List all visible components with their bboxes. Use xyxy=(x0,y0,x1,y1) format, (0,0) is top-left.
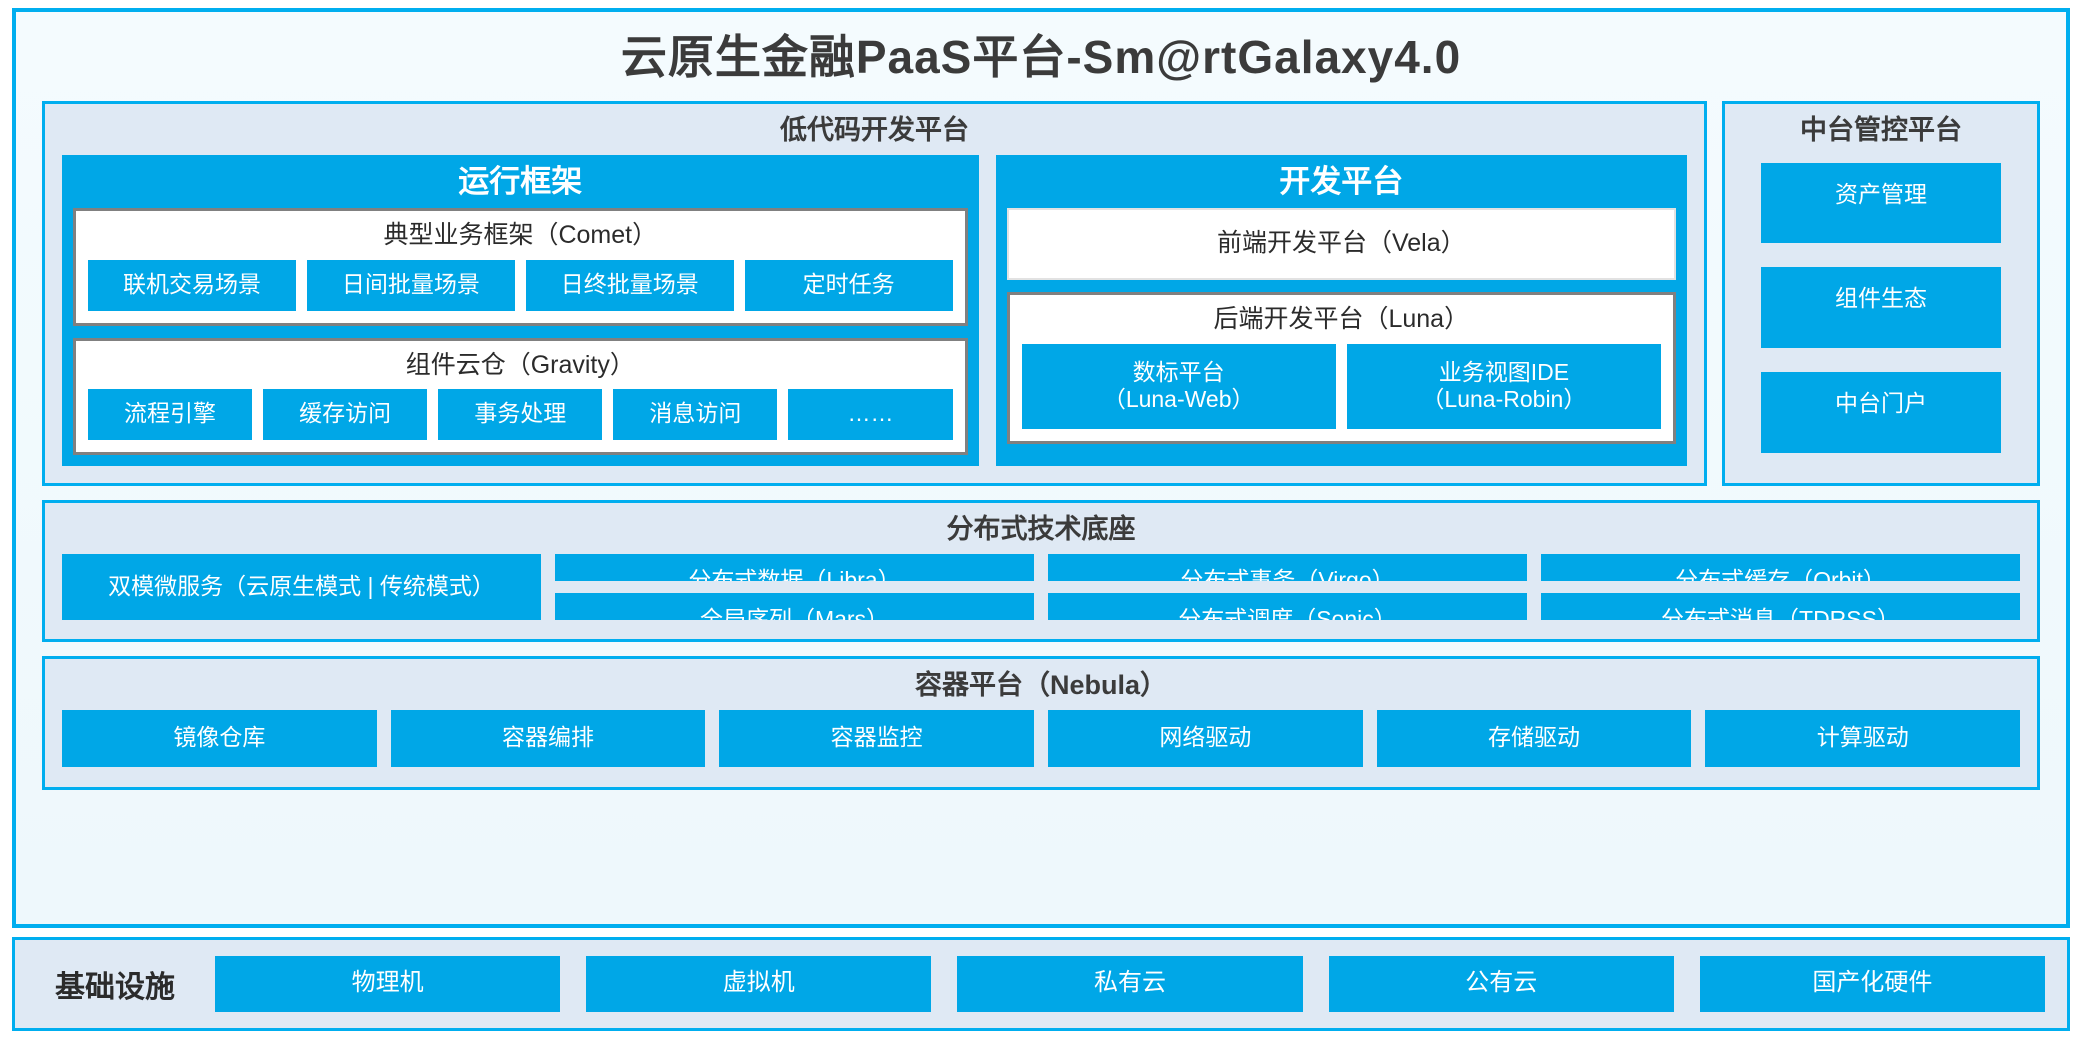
midplatform-item-component-ecosystem[interactable]: 组件生态 xyxy=(1761,267,2001,349)
distributed-item-mars[interactable]: 全局序列（Mars） xyxy=(555,593,1034,621)
container-platform-title: 容器平台（Nebula） xyxy=(914,670,1168,701)
comet-panel: 典型业务框架（Comet） 联机交易场景 日间批量场景 日终批量场景 定时任务 xyxy=(73,208,968,326)
infrastructure-label: 基础设施 xyxy=(55,971,175,1005)
comet-item-eod-batch[interactable]: 日终批量场景 xyxy=(525,260,734,311)
page-title: 云原生金融PaaS平台-Sm@rtGalaxy4.0 xyxy=(620,31,1462,83)
runtime-framework-block: 运行框架 典型业务框架（Comet） 联机交易场景 日间批量场景 日终批量场景 … xyxy=(62,154,979,466)
frontend-dev-platform-vela[interactable]: 前端开发平台（Vela） xyxy=(1006,208,1676,281)
distributed-item-sonic[interactable]: 分布式调度（Sonic） xyxy=(1048,593,1527,621)
distributed-column-1: 分布式数据（Libra） 全局序列（Mars） xyxy=(555,554,1034,621)
midplatform-item-asset-management[interactable]: 资产管理 xyxy=(1761,162,2001,244)
luna-items: 数标平台（Luna-Web） 业务视图IDE（Luna-Robin） xyxy=(1021,343,1661,430)
midplatform-items: 资产管理 组件生态 中台门户 xyxy=(1725,155,2037,483)
backend-dev-platform-luna-panel: 后端开发平台（Luna） 数标平台（Luna-Web） 业务视图IDE（Luna… xyxy=(1006,292,1676,445)
distributed-item-libra[interactable]: 分布式数据（Libra） xyxy=(555,554,1034,582)
runtime-framework-title: 运行框架 xyxy=(458,163,583,199)
gravity-title: 组件云仓（Gravity） xyxy=(405,350,635,379)
top-row: 低代码开发平台 运行框架 典型业务框架（Comet） 联机交易场景 日间批量场景 xyxy=(42,100,2040,486)
distributed-column-2: 分布式事务（Virgo） 分布式调度（Sonic） xyxy=(1048,554,1527,621)
runtime-framework-inner: 典型业务框架（Comet） 联机交易场景 日间批量场景 日终批量场景 定时任务 … xyxy=(62,208,979,455)
midplatform-control-section: 中台管控平台 资产管理 组件生态 中台门户 xyxy=(1722,100,2040,486)
comet-item-intraday-batch[interactable]: 日间批量场景 xyxy=(306,260,515,311)
backend-dev-platform-title: 后端开发平台（Luna） xyxy=(1213,305,1470,334)
luna-item-luna-web[interactable]: 数标平台（Luna-Web） xyxy=(1021,343,1336,430)
gravity-item-more[interactable]: …… xyxy=(788,389,953,440)
infrastructure-item-physical-machine[interactable]: 物理机 xyxy=(215,956,561,1012)
lowcode-platform-section: 低代码开发平台 运行框架 典型业务框架（Comet） 联机交易场景 日间批量场景 xyxy=(42,100,1707,486)
distributed-item-tdrss[interactable]: 分布式消息（TDRSS） xyxy=(1541,593,2020,621)
container-platform-section: 容器平台（Nebula） 镜像仓库 容器编排 容器监控 网络驱动 存储驱动 计算… xyxy=(42,656,2040,790)
container-item-network-driver[interactable]: 网络驱动 xyxy=(1048,710,1363,767)
container-item-compute-driver[interactable]: 计算驱动 xyxy=(1705,710,2021,767)
container-item-monitoring[interactable]: 容器监控 xyxy=(719,710,1035,767)
container-item-storage-driver[interactable]: 存储驱动 xyxy=(1376,710,1692,767)
midplatform-control-title: 中台管控平台 xyxy=(1800,114,1962,145)
distributed-item-virgo[interactable]: 分布式事务（Virgo） xyxy=(1048,554,1527,582)
lowcode-platform-title: 低代码开发平台 xyxy=(780,114,969,145)
infrastructure-section: 基础设施 物理机 虚拟机 私有云 公有云 国产化硬件 xyxy=(12,937,2070,1031)
container-item-orchestration[interactable]: 容器编排 xyxy=(390,710,706,767)
gravity-item-process-engine[interactable]: 流程引擎 xyxy=(88,389,253,440)
comet-items: 联机交易场景 日间批量场景 日终批量场景 定时任务 xyxy=(88,260,953,311)
distributed-item-orbit[interactable]: 分布式缓存（Orbit） xyxy=(1541,554,2020,582)
container-platform-items: 镜像仓库 容器编排 容器监控 网络驱动 存储驱动 计算驱动 xyxy=(45,710,2037,787)
dual-mode-microservice-wrapper: 双模微服务（云原生模式 | 传统模式） xyxy=(62,554,541,621)
development-platform-inner: 前端开发平台（Vela） 后端开发平台（Luna） 数标平台（Luna-Web）… xyxy=(996,208,1687,445)
dual-mode-microservice[interactable]: 双模微服务（云原生模式 | 传统模式） xyxy=(62,554,541,621)
infrastructure-items: 物理机 虚拟机 私有云 公有云 国产化硬件 xyxy=(215,956,2046,1012)
midplatform-item-portal[interactable]: 中台门户 xyxy=(1761,372,2001,453)
container-item-image-registry[interactable]: 镜像仓库 xyxy=(62,710,377,767)
development-platform-title: 开发平台 xyxy=(1279,163,1404,199)
comet-item-online-transaction[interactable]: 联机交易场景 xyxy=(88,260,296,311)
luna-item-luna-robin[interactable]: 业务视图IDE（Luna-Robin） xyxy=(1346,343,1661,430)
comet-item-scheduled-task[interactable]: 定时任务 xyxy=(744,260,953,311)
gravity-item-message-access[interactable]: 消息访问 xyxy=(613,389,778,440)
gravity-item-transaction-processing[interactable]: 事务处理 xyxy=(438,389,603,440)
development-platform-block: 开发平台 前端开发平台（Vela） 后端开发平台（Luna） 数标平台（Luna… xyxy=(995,154,1687,466)
distributed-base-section: 分布式技术底座 双模微服务（云原生模式 | 传统模式） 分布式数据（Libra）… xyxy=(42,499,2040,643)
lowcode-platform-body: 运行框架 典型业务框架（Comet） 联机交易场景 日间批量场景 日终批量场景 … xyxy=(45,154,1704,483)
distributed-base-body: 双模微服务（云原生模式 | 传统模式） 分布式数据（Libra） 全局序列（Ma… xyxy=(45,554,2037,639)
platform-card: 云原生金融PaaS平台-Sm@rtGalaxy4.0 低代码开发平台 运行框架 … xyxy=(12,8,2070,929)
gravity-panel: 组件云仓（Gravity） 流程引擎 缓存访问 事务处理 消息访问 …… xyxy=(73,337,968,455)
gravity-items: 流程引擎 缓存访问 事务处理 消息访问 …… xyxy=(88,389,953,440)
gravity-item-cache-access[interactable]: 缓存访问 xyxy=(263,389,428,440)
distributed-column-3: 分布式缓存（Orbit） 分布式消息（TDRSS） xyxy=(1541,554,2020,621)
infrastructure-item-virtual-machine[interactable]: 虚拟机 xyxy=(586,956,932,1012)
distributed-base-title: 分布式技术底座 xyxy=(946,513,1136,544)
infrastructure-item-private-cloud[interactable]: 私有云 xyxy=(957,956,1303,1012)
infrastructure-item-public-cloud[interactable]: 公有云 xyxy=(1328,956,1674,1012)
infrastructure-item-domestic-hardware[interactable]: 国产化硬件 xyxy=(1699,956,2046,1012)
comet-title: 典型业务框架（Comet） xyxy=(383,221,658,250)
